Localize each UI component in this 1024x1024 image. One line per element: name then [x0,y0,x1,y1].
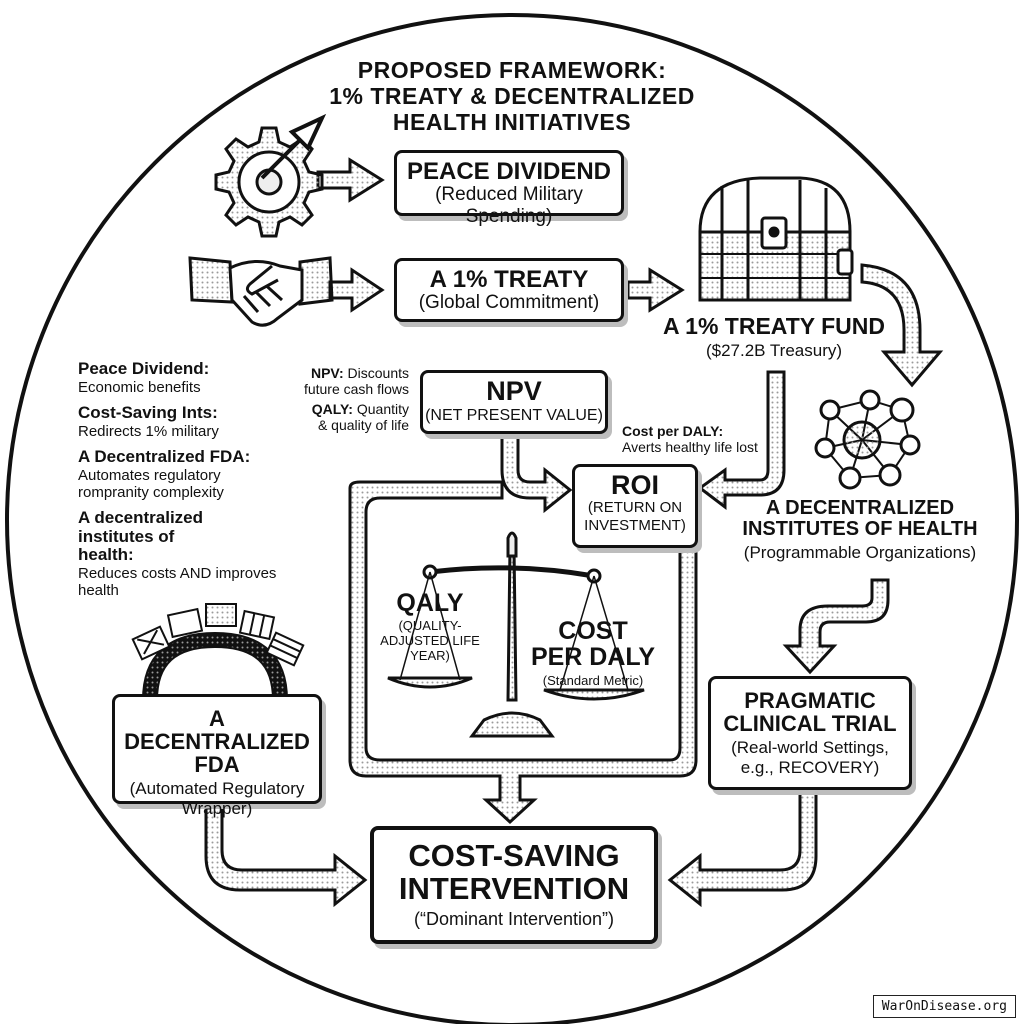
npv-sub: (NET PRESENT VALUE) [425,407,603,425]
cost-daly-label: COST PER DALY (Standard Metric) [528,618,658,688]
qaly-label: QALY (QUALITY- ADJUSTED LIFE YEAR) [375,590,485,664]
roi-box: ROI (RETURN ON INVESTMENT) [572,464,698,548]
dfda-sub-1: (Automated Regulatory [129,779,305,799]
note-desc: Economic benefits [78,378,201,396]
qaly-note-label: QALY: [311,401,353,418]
trial-line-1: PRAGMATIC [744,688,876,713]
qaly-sub-1: (QUALITY- [398,618,462,634]
treasure-chest-icon [698,176,854,302]
qaly-sub-2: ADJUSTED LIFE YEAR) [380,633,480,664]
trial-box: PRAGMATIC CLINICAL TRIAL (Real-world Set… [708,676,912,790]
framework-circle [5,13,1019,1024]
arrow-handshake-to-treaty [328,267,385,313]
treaty-title: A 1% TREATY [429,266,589,293]
qaly-note-desc-2: & quality of life [317,417,409,434]
npv-title: NPV [486,376,542,406]
dih-line-1: A DECENTRALIZED [765,497,955,519]
peace-dividend-sub: (Reduced Military Spending) [435,184,583,228]
note-desc: Automates regulatory rompranity complexi… [78,466,224,501]
note-label: Cost-Saving Ints: [78,402,218,422]
note-peace-dividend: Peace Dividend: Economic benefits [78,359,328,396]
dih-label: A DECENTRALIZED INSTITUTES OF HEALTH (Pr… [732,498,988,563]
intervention-box: COST-SAVING INTERVENTION (“Dominant Inte… [370,826,658,944]
treaty-fund-label: A 1% TREATY FUND ($27.2B Treasury) [660,314,888,361]
roi-title: ROI [610,470,659,500]
intervention-sub: (“Dominant Intervention”) [413,909,615,930]
cost-daly-sub: (Standard Metric) [542,672,644,688]
title-line-3: HEALTH INITIATIVES [392,108,632,135]
note-dfda: A Decentralized FDA: Automates regulator… [78,446,263,501]
arrow-fda-to-intervention [204,804,368,908]
note-dih: A decentralized institutes of health: Re… [78,508,318,600]
trial-sub-1: (Real-world Settings, [731,738,889,758]
npv-box: NPV (NET PRESENT VALUE) [420,370,608,434]
note-label: Peace Dividend: [78,359,210,378]
qaly-title: QALY [396,589,464,617]
watermark-link[interactable]: WarOnDisease.org [872,995,1016,1018]
roi-sub-2: INVESTMENT) [584,516,686,534]
arrow-trial-to-intervention [667,790,818,908]
dih-sub: (Programmable Organizations) [743,543,977,562]
npv-note-desc-2: future cash flows [303,381,409,398]
roi-sub-1: (RETURN ON [587,499,683,517]
note-desc: Redirects 1% military [78,422,219,440]
peace-dividend-title: PEACE DIVIDEND [406,158,612,185]
treaty-sub: (Global Commitment) [418,292,600,314]
arrow-dih-to-trial [782,578,890,675]
network-icon [814,389,921,490]
balance-scale-icon [387,531,645,738]
note-cost-daly: Cost per DALY: Averts healthy life lost [622,423,792,455]
qaly-note-desc: Quantity [356,401,409,418]
note-label: A decentralized institutes of health: [78,508,204,565]
arrow-fund-to-roi [697,370,786,511]
dih-line-2: INSTITUTES OF HEALTH [742,518,978,540]
dfda-line-2: FDA [194,752,240,778]
cost-daly-line-2: PER DALY [530,643,656,672]
npv-note-label: NPV: [310,365,344,381]
flags-ring-icon [131,603,305,701]
trial-sub-2: e.g., RECOVERY) [740,757,880,777]
arrow-treaty-to-chest [626,267,685,313]
peace-dividend-box: PEACE DIVIDEND (Reduced Military Spendin… [394,150,624,227]
dfda-line-1: A DECENTRALIZED [124,706,310,755]
title-line-1: PROPOSED FRAMEWORK: [357,57,667,83]
gear-arrow-icon [214,113,327,238]
notes-left: Peace Dividend: Economic benefits Cost-S… [78,359,328,600]
note-desc: Reduces costs AND improves health [78,565,277,600]
arrow-gear-to-peace [316,157,385,203]
cost-daly-line-1: COST [558,617,628,645]
handshake-icon [188,256,334,327]
arrow-chest-to-dih [860,263,944,388]
intervention-line-2: INTERVENTION [398,870,630,906]
treaty-box: A 1% TREATY (Global Commitment) [394,258,624,322]
dfda-sub-2: Wrapper) [181,798,253,818]
notes-middle: NPV: Discounts future cash flows QALY: Q… [284,365,409,433]
trial-line-2: CLINICAL TRIAL [723,711,897,737]
daly-note-desc: Averts healthy life lost [622,439,758,456]
treaty-fund-title: A 1% TREATY FUND [663,313,885,339]
title-line-2: 1% TREATY & DECENTRALIZED [329,82,695,109]
intervention-line-1: COST-SAVING [408,838,620,873]
note-cost-saving: Cost-Saving Ints: Redirects 1% military [78,402,328,440]
page-title: PROPOSED FRAMEWORK: 1% TREATY & DECENTRA… [300,57,724,135]
npv-note-desc: Discounts [347,365,409,381]
daly-note-label: Cost per DALY: [622,423,724,439]
connector-npv-loop [348,433,698,825]
treaty-fund-sub: ($27.2B Treasury) [705,341,843,361]
note-label: A Decentralized FDA: [78,446,251,466]
dfda-box: A DECENTRALIZED FDA (Automated Regulator… [112,694,322,818]
